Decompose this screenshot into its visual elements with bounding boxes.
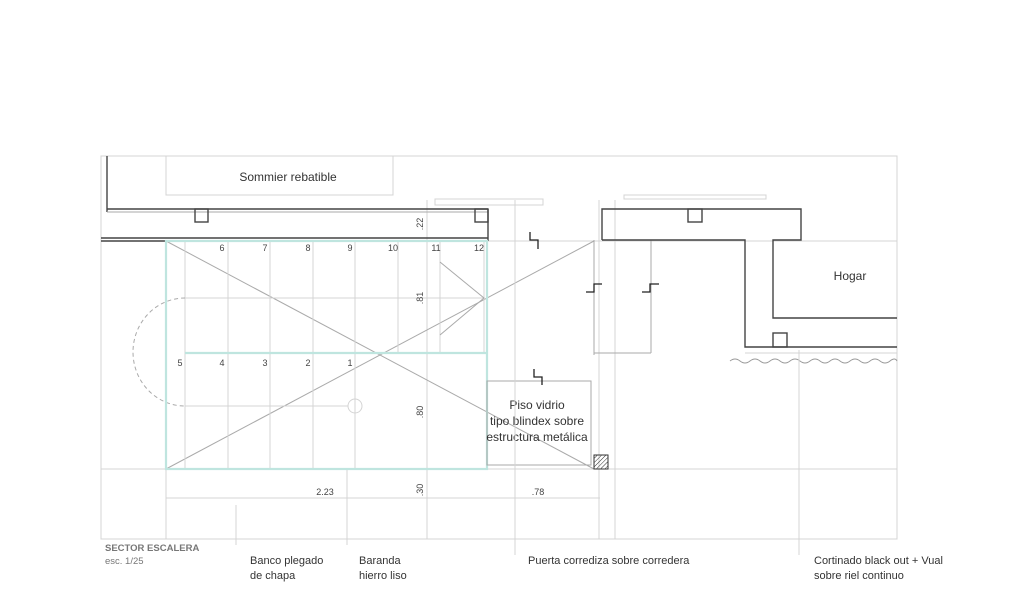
- sommier-outline: [165, 155, 394, 196]
- step-number: 5: [177, 358, 182, 368]
- step-number: 2: [305, 358, 310, 368]
- dimension-label: .78: [532, 487, 545, 497]
- dimensions: .22 .81 .80 .30 2.23 .78: [166, 218, 600, 499]
- hogar-label: Hogar: [834, 269, 867, 283]
- step-number: 4: [219, 358, 224, 368]
- step-number: 3: [262, 358, 267, 368]
- step-number: 9: [347, 243, 352, 253]
- step-number: 8: [305, 243, 310, 253]
- hogar-wall: [601, 194, 898, 364]
- railing-outline: [164, 239, 489, 471]
- break-symbols: [529, 232, 659, 385]
- leader-lines: [235, 200, 800, 555]
- glass-floor-label: Piso vidrio: [509, 398, 565, 412]
- step-number: 1: [347, 358, 352, 368]
- step-number: 10: [388, 243, 398, 253]
- curtain-line: [729, 358, 898, 364]
- step-number: 12: [474, 243, 484, 253]
- step-number: 11: [431, 243, 440, 253]
- note-label: de chapa: [250, 570, 296, 582]
- dimension-label: .30: [415, 484, 425, 497]
- dimension-label: .22: [415, 218, 425, 231]
- column-square: [194, 208, 209, 223]
- dimension-label: .80: [415, 406, 425, 419]
- glass-floor-label: tipo blindex sobre: [490, 414, 584, 428]
- note-label: Baranda: [359, 555, 401, 567]
- note-label: hierro liso: [359, 570, 407, 582]
- note-label: Banco plegado: [250, 555, 323, 567]
- note-label: Cortinado black out + Vual: [814, 555, 943, 567]
- column-square: [474, 208, 489, 223]
- sommier-label: Sommier rebatible: [239, 170, 337, 184]
- step-number: 7: [262, 243, 267, 253]
- dimension-label: 2.23: [316, 487, 334, 497]
- note-label: sobre riel continuo: [814, 570, 904, 582]
- glass-floor-label: estructura metálica: [486, 430, 588, 444]
- drawing-title: SECTOR ESCALERA: [105, 543, 199, 554]
- stair: [132, 239, 595, 471]
- direction-arrow: [439, 261, 485, 336]
- step-number: 6: [219, 243, 224, 253]
- dimension-label: .81: [415, 292, 425, 305]
- hatched-column: [593, 454, 609, 470]
- step-numbers: 6 7 8 9 10 11 12 5 4 3 2 1: [177, 243, 484, 368]
- glass-floor-outline: [486, 380, 592, 466]
- left-wall: [101, 156, 544, 242]
- note-label: Puerta corrediza sobre corredera: [528, 555, 690, 567]
- drawing-scale: esc. 1/25: [105, 556, 144, 567]
